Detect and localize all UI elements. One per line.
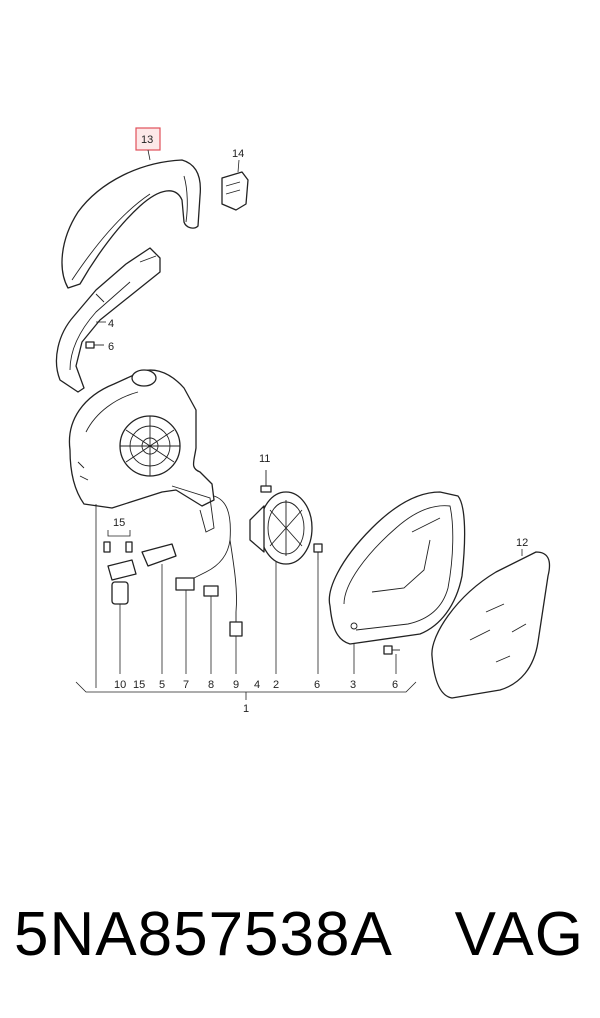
- bottom-label-5: 5: [159, 679, 165, 691]
- wiring-harness: [175, 495, 243, 637]
- callout-6-top: 6: [108, 341, 114, 353]
- callout-4: 4: [108, 318, 114, 330]
- callout-15: 15: [113, 517, 125, 529]
- screw-6-top: [85, 341, 104, 349]
- turn-signal-strip: [55, 247, 161, 393]
- assembly-label-1: 1: [243, 703, 249, 715]
- adjustment-motor: [249, 491, 313, 565]
- callout-14: 14: [232, 148, 244, 160]
- glass-carrier: [328, 491, 466, 645]
- mirror-cap: [61, 159, 202, 289]
- screw-6-mid: [313, 543, 323, 560]
- bottom-label-8: 8: [208, 679, 214, 691]
- mirror-housing: [68, 369, 215, 533]
- assembly-bracket: [75, 681, 417, 693]
- mirror-glass: [431, 551, 551, 699]
- bottom-label-7: 7: [183, 679, 189, 691]
- caption: 5NA857538A VAG: [0, 900, 600, 990]
- connector-part-5: [141, 543, 177, 567]
- callout-12: 12: [516, 537, 528, 549]
- bottom-label-6a: 6: [314, 679, 320, 691]
- sensor-part-10: [107, 559, 137, 605]
- bottom-label-6b: 6: [392, 679, 398, 691]
- screws-part-15: [103, 530, 133, 553]
- part-number: 5NA857538A: [14, 900, 393, 969]
- bottom-label-4: 4: [254, 679, 260, 691]
- bottom-label-2: 2: [273, 679, 279, 691]
- screw-6-right: [383, 645, 400, 655]
- brand-label: VAG: [454, 900, 584, 969]
- clip-part-14: [221, 171, 249, 211]
- bottom-label-9: 9: [233, 679, 239, 691]
- leader-lines: [95, 504, 397, 688]
- exploded-parts-diagram: 13 14 4 6: [55, 127, 551, 715]
- bottom-label-10: 10: [114, 679, 126, 691]
- bottom-label-15: 15: [133, 679, 145, 691]
- callout-11: 11: [259, 453, 270, 465]
- bottom-label-3: 3: [350, 679, 356, 691]
- callout-13: 13: [141, 134, 153, 146]
- screw-11: [260, 470, 272, 493]
